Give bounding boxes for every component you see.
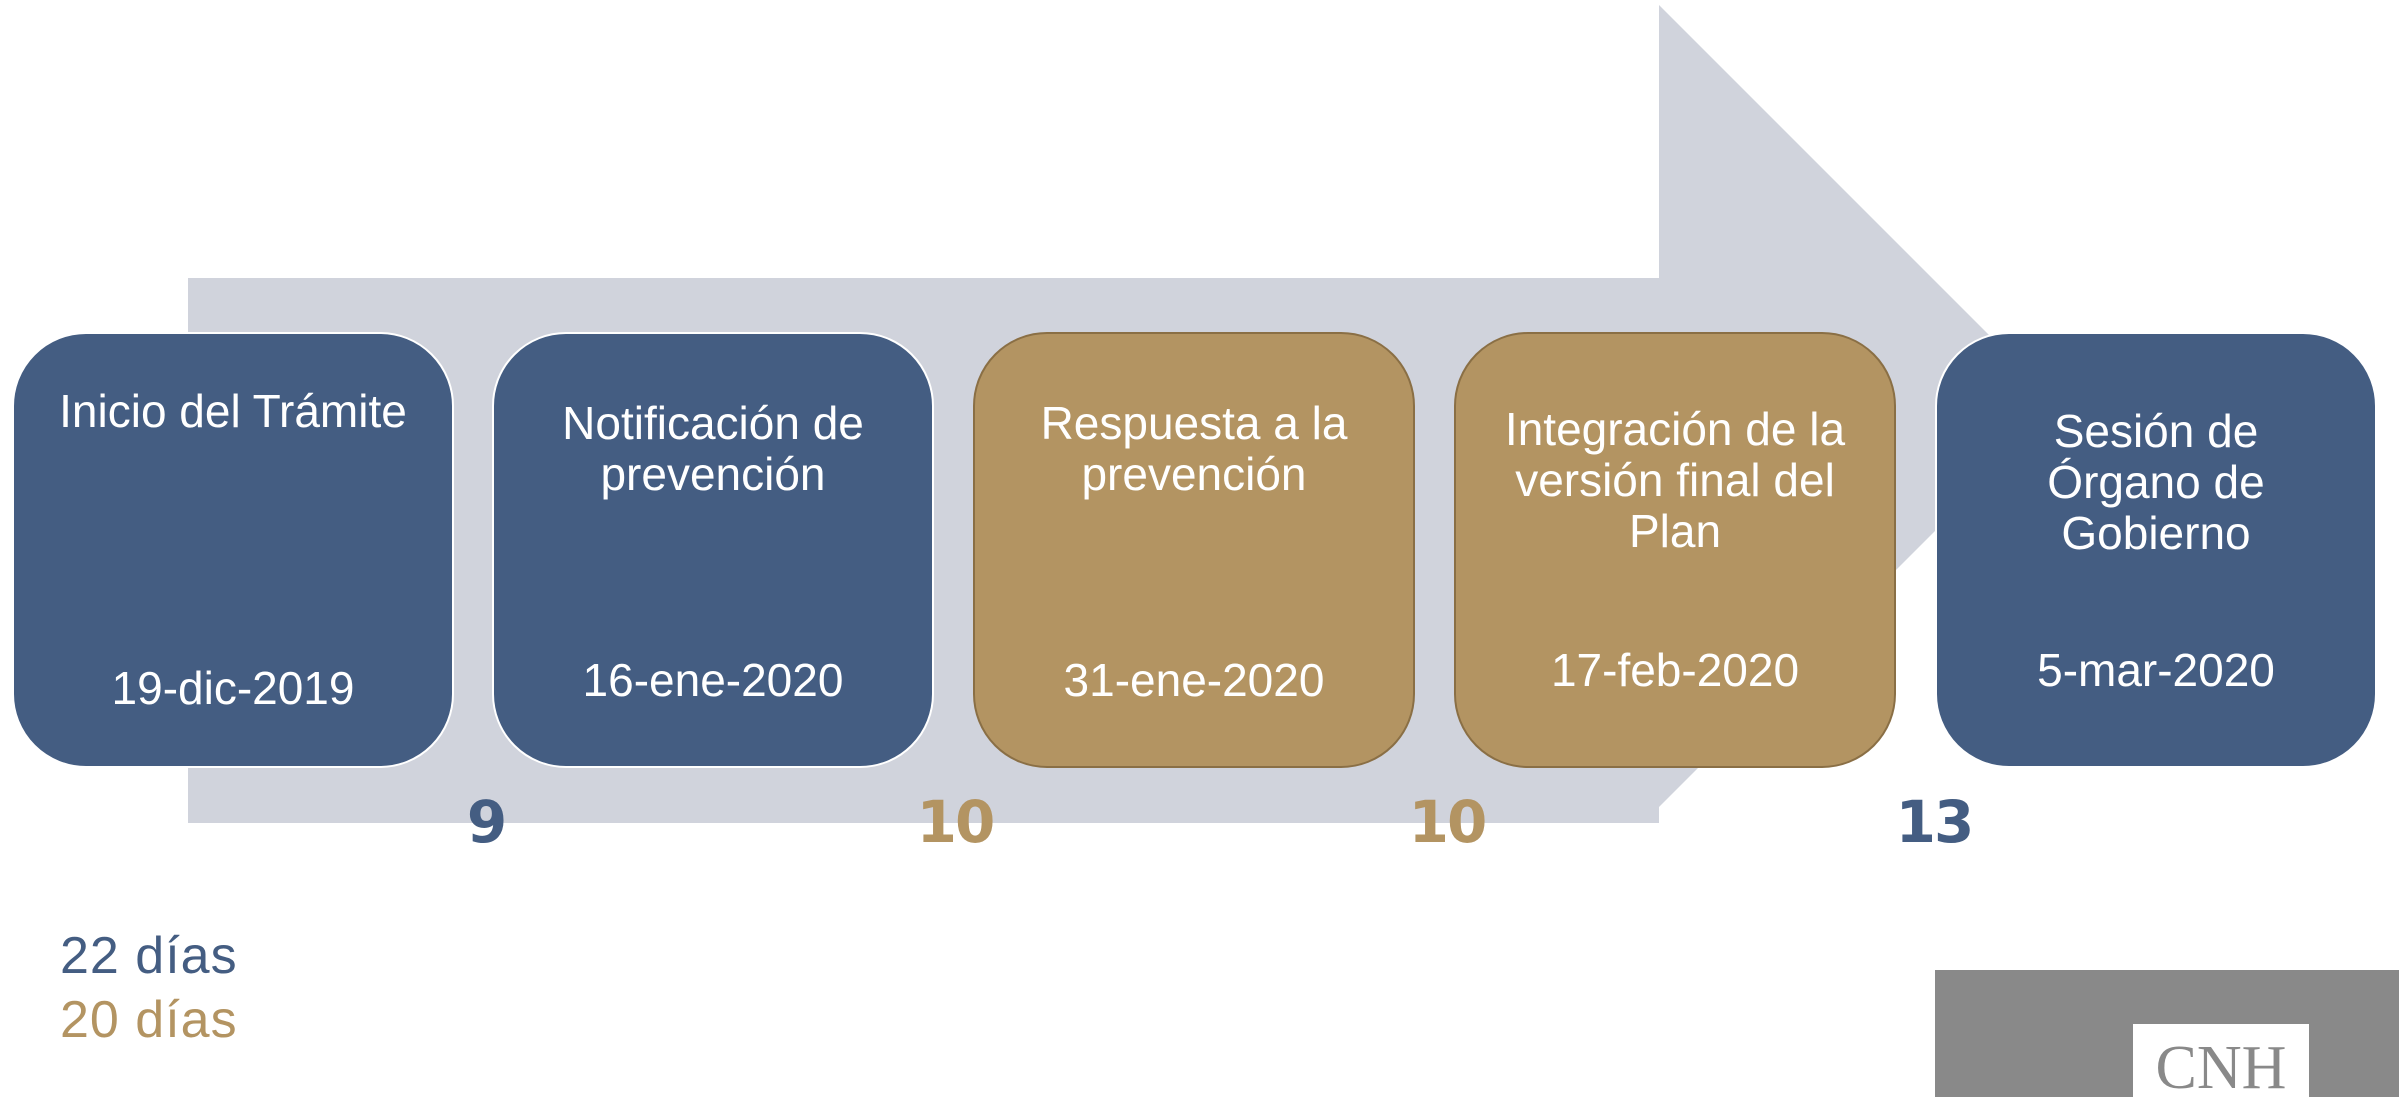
step-title: Inicio del Trámite [59,385,407,437]
step-date: 5-mar-2020 [2037,644,2275,696]
interval-days-4: 13 [1895,788,1975,856]
interval-days-2: 10 [916,788,996,856]
cnh-logo: CNH [2133,1024,2309,1097]
legend-total-gold: 20 días [60,991,238,1049]
step-date: 16-ene-2020 [582,654,844,706]
step-date: 17-feb-2020 [1550,644,1800,696]
logo-panel: CNH [1935,970,2399,1097]
interval-days-1: 9 [466,788,507,856]
step-box-notificacion: Notificación de prevención 16-ene-2020 [492,332,934,768]
step-date: 19-dic-2019 [111,662,355,714]
step-date: 31-ene-2020 [1063,654,1325,706]
interval-days-3: 10 [1408,788,1488,856]
step-title: Sesión de Órgano de Gobierno [2047,405,2265,559]
step-box-respuesta: Respuesta a la prevención 31-ene-2020 [973,332,1415,768]
step-title: Integración de la versión final del Plan [1504,403,1846,557]
step-box-integracion: Integración de la versión final del Plan… [1454,332,1896,768]
step-title: Notificación de prevención [562,397,864,500]
step-box-inicio: Inicio del Trámite 19-dic-2019 [12,332,454,768]
legend-total-blue: 22 días [60,927,238,985]
step-title: Respuesta a la prevención [1040,397,1348,500]
step-box-sesion: Sesión de Órgano de Gobierno 5-mar-2020 [1935,332,2377,768]
